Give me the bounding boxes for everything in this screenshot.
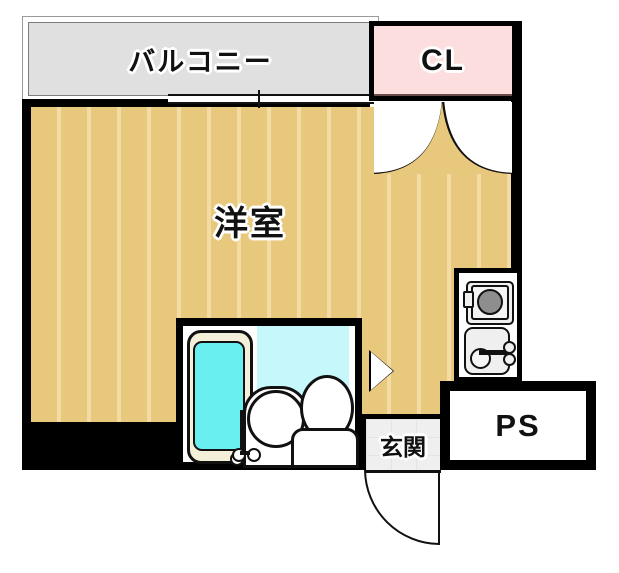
- entrance-floor: [366, 419, 440, 470]
- balcony-window-mullion: [258, 90, 260, 108]
- entrance-door-leaf[interactable]: [438, 470, 440, 545]
- pipe-shaft-area: [450, 391, 586, 460]
- washbasin-handle-bar-icon: [240, 451, 250, 455]
- entrance-door-swing-arc: [364, 470, 440, 545]
- closet-floor-wedge: [373, 102, 512, 174]
- kitchen-faucet-handle-cold-icon: [503, 353, 516, 366]
- washbasin-handle-cold-icon: [247, 448, 261, 462]
- closet-area: [374, 26, 512, 96]
- wall-right-upper: [511, 21, 522, 276]
- bathtub-water-icon: [193, 341, 245, 451]
- stove-knob-icon: [463, 291, 474, 308]
- stove-burner-icon: [477, 289, 503, 315]
- wall-left: [22, 99, 32, 423]
- sliding-door-marker-icon[interactable]: [371, 352, 393, 390]
- entrance-door-threshold: [365, 470, 441, 473]
- wall-bottom-left-block: [22, 422, 182, 470]
- bathroom-door-strip: [349, 326, 355, 462]
- kitchen-faucet-spout-icon: [479, 350, 507, 355]
- washbasin-pipe-icon: [240, 410, 245, 450]
- balcony-window[interactable]: [168, 94, 380, 104]
- toilet-tank-icon: [291, 428, 359, 468]
- balcony-area: [28, 22, 373, 96]
